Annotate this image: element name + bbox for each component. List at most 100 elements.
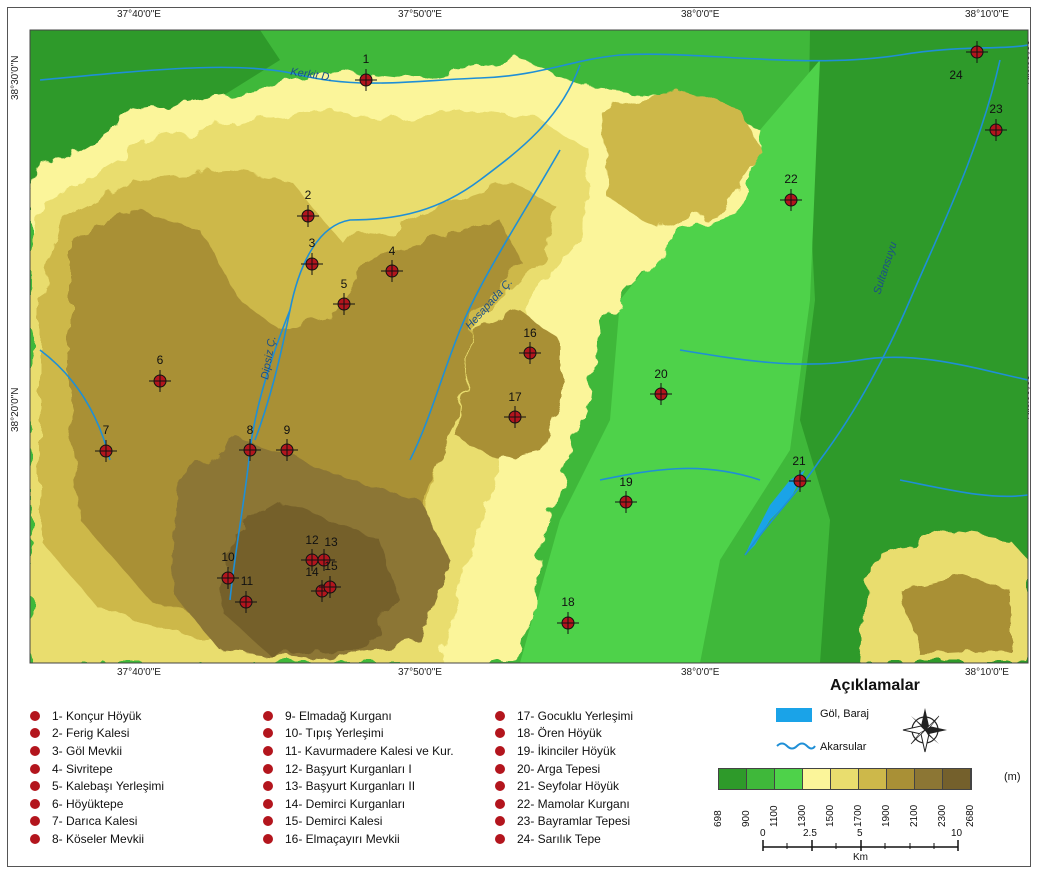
coord-top-4: 38°10'0"E bbox=[965, 9, 1009, 20]
elevation-unit: (m) bbox=[1004, 771, 1021, 783]
site-dot-icon bbox=[30, 816, 40, 827]
scale-label-10: 10 bbox=[951, 828, 963, 839]
elevation-tick-label: 2680 bbox=[965, 804, 976, 827]
site-marker-6[interactable]: 6 bbox=[149, 353, 171, 392]
site-list-item: 15- Demirci Kalesi bbox=[263, 813, 454, 831]
elevation-zone-se-peak bbox=[900, 575, 1010, 655]
north-arrow-icon bbox=[902, 708, 947, 753]
site-marker-24[interactable]: 24 bbox=[949, 41, 988, 82]
river-tributary-1 bbox=[599, 467, 761, 481]
site-marker-label: 24 bbox=[949, 68, 963, 82]
site-marker-3[interactable]: 3 bbox=[301, 236, 323, 275]
river-tributary-2 bbox=[679, 349, 1028, 381]
site-marker-label: 17 bbox=[508, 390, 522, 404]
site-marker-21[interactable]: 21 bbox=[789, 454, 811, 492]
elevation-zone-central-peak bbox=[460, 310, 560, 460]
lake-swatch bbox=[776, 708, 812, 722]
site-list-item: 23- Bayramlar Tepesi bbox=[495, 813, 633, 831]
site-list-item: 14- Demirci Kurganları bbox=[263, 795, 454, 813]
river-kerkit bbox=[39, 44, 1028, 84]
site-marker-12[interactable]: 12 bbox=[301, 533, 323, 571]
site-marker-17[interactable]: 17 bbox=[504, 390, 526, 428]
site-marker-8[interactable]: 8 bbox=[239, 423, 261, 461]
river-sultansuyu bbox=[744, 59, 1001, 556]
site-list-item: 12- Başyurt Kurganları I bbox=[263, 760, 454, 778]
scale-label-5: 5 bbox=[857, 828, 863, 839]
coord-top-2: 37°50'0"E bbox=[398, 9, 442, 20]
site-marker-1[interactable]: 1 bbox=[355, 52, 377, 91]
site-dot-icon bbox=[263, 728, 273, 739]
site-list-item: 18- Ören Höyük bbox=[495, 725, 633, 743]
site-marker-20[interactable]: 20 bbox=[650, 367, 672, 405]
site-marker-13[interactable]: 13 bbox=[313, 535, 338, 571]
site-list-item: 9- Elmadağ Kurganı bbox=[263, 707, 454, 725]
scale-label-0: 0 bbox=[760, 828, 766, 839]
elevation-color-cell bbox=[831, 769, 859, 789]
site-marker-16[interactable]: 16 bbox=[519, 326, 541, 364]
river-hesapada bbox=[409, 149, 561, 461]
coord-bottom-3: 38°0'0"E bbox=[681, 667, 720, 678]
site-marker-label: 19 bbox=[619, 475, 633, 489]
coord-bottom-2: 37°50'0"E bbox=[398, 667, 442, 678]
site-marker-23[interactable]: 23 bbox=[985, 102, 1007, 141]
site-list-item: 21- Seyfolar Höyük bbox=[495, 777, 633, 795]
site-list-item: 8- Köseler Mevkii bbox=[30, 830, 164, 848]
site-marker-label: 14 bbox=[305, 565, 319, 579]
elevation-color-cell bbox=[747, 769, 775, 789]
site-dot-icon bbox=[495, 833, 505, 844]
lake-label: Göl, Baraj bbox=[820, 708, 869, 720]
site-marker-label: 21 bbox=[792, 454, 806, 468]
site-list-item: 1- Konçur Höyük bbox=[30, 707, 164, 725]
site-marker-label: 9 bbox=[284, 423, 291, 437]
site-list-item: 6- Höyüktepe bbox=[30, 795, 164, 813]
coord-bottom-1: 37°40'0"E bbox=[117, 667, 161, 678]
site-marker-2[interactable]: 2 bbox=[297, 188, 319, 227]
elevation-color-cell bbox=[887, 769, 915, 789]
lake-shape bbox=[745, 470, 805, 555]
site-marker-4[interactable]: 4 bbox=[381, 244, 403, 282]
river-hesapada-upper bbox=[254, 64, 581, 441]
elevation-color-cell bbox=[915, 769, 943, 789]
site-marker-label: 3 bbox=[309, 236, 316, 250]
site-marker-label: 7 bbox=[103, 423, 110, 437]
map-frame bbox=[7, 7, 1031, 867]
site-marker-18[interactable]: 18 bbox=[557, 595, 579, 634]
site-marker-label: 12 bbox=[305, 533, 319, 547]
elevation-tick-label: 1300 bbox=[797, 804, 808, 827]
elevation-tick-label: 1900 bbox=[881, 804, 892, 827]
site-marker-5[interactable]: 5 bbox=[333, 277, 355, 315]
site-marker-22[interactable]: 22 bbox=[780, 172, 802, 211]
site-marker-9[interactable]: 9 bbox=[276, 423, 298, 461]
site-marker-label: 10 bbox=[221, 550, 235, 564]
coord-bottom-4: 38°10'0"E bbox=[965, 667, 1009, 678]
site-list-item: 22- Mamolar Kurganı bbox=[495, 795, 633, 813]
coord-top-3: 38°0'0"E bbox=[681, 9, 720, 20]
site-marker-7[interactable]: 7 bbox=[95, 423, 117, 462]
site-list-item: 10- Tıpış Yerleşimi bbox=[263, 725, 454, 743]
river-label-kerkit: Kerkit D. bbox=[290, 66, 333, 84]
site-marker-19[interactable]: 19 bbox=[615, 475, 637, 513]
site-list-item: 5- Kalebaşı Yerleşimi bbox=[30, 777, 164, 795]
elevation-color-bar bbox=[718, 768, 972, 790]
site-marker-label: 11 bbox=[241, 574, 254, 588]
site-list-column-2: 9- Elmadağ Kurganı 10- Tıpış Yerleşimi 1… bbox=[263, 707, 454, 848]
site-list-item: 20- Arga Tepesi bbox=[495, 760, 633, 778]
site-dot-icon bbox=[30, 781, 40, 792]
elevation-zone-green bbox=[520, 60, 820, 663]
stream-label: Akarsular bbox=[820, 741, 867, 753]
site-dot-icon bbox=[263, 763, 273, 774]
river-tributary-4 bbox=[899, 479, 1028, 498]
site-marker-10[interactable]: 10 bbox=[217, 550, 239, 589]
site-dot-icon bbox=[495, 710, 505, 721]
elevation-tick-label: 1700 bbox=[853, 804, 864, 827]
site-dot-icon bbox=[495, 816, 505, 827]
scale-bar bbox=[762, 840, 959, 851]
site-marker-11[interactable]: 11 bbox=[235, 574, 257, 613]
site-marker-15[interactable]: 15 bbox=[319, 559, 341, 598]
site-list-item: 24- Sarılık Tepe bbox=[495, 830, 633, 848]
site-dot-icon bbox=[495, 763, 505, 774]
river-network bbox=[39, 44, 1028, 601]
map-border bbox=[29, 29, 1029, 664]
elevation-tick-label: 2100 bbox=[909, 804, 920, 827]
